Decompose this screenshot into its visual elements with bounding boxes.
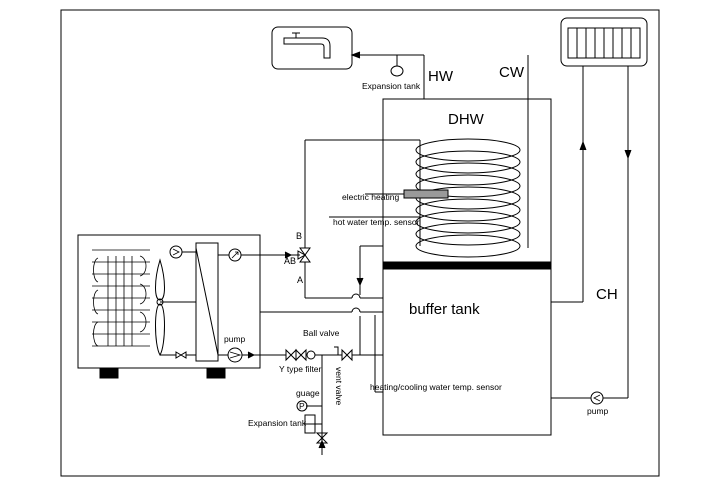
- valve-b-label: B: [296, 231, 302, 241]
- hot-water-sensor-label: hot water temp. sensor: [333, 217, 420, 227]
- valve-ab-label: AB: [284, 256, 296, 266]
- unit-foot-right: [206, 367, 226, 379]
- vent-valve-icon: [334, 346, 339, 355]
- ball-valve-1-icon: [285, 348, 297, 362]
- y-filter-label: Y type filter: [279, 364, 322, 374]
- heat-pump-unit: [77, 234, 261, 379]
- valve-a-label: A: [297, 275, 303, 285]
- expansion-tank-top-icon: [390, 65, 404, 77]
- vent-valve-label: vent valve: [334, 367, 344, 406]
- gauge-symbol: P: [299, 401, 305, 411]
- y-type-filter-icon: [295, 348, 307, 362]
- evaporator-coil: [92, 249, 150, 347]
- unit-foot-left: [99, 367, 119, 379]
- fan-icon: [155, 258, 196, 356]
- electric-heating-label: electric heating: [342, 192, 399, 202]
- cw-label: CW: [499, 64, 525, 81]
- tank: [382, 98, 552, 436]
- radiator-icon: [560, 17, 648, 67]
- expansion-tank-bottom-icon: [304, 414, 322, 434]
- tank-separator: [382, 261, 552, 270]
- diagram-frame: [60, 9, 660, 477]
- compressor-icon: [169, 245, 183, 259]
- ball-valve-2-icon: [341, 348, 353, 362]
- electric-heater-icon: [403, 189, 449, 199]
- pump-right-label: pump: [587, 406, 609, 416]
- plate-heat-exchanger: [195, 242, 219, 362]
- gauge-icon: [296, 400, 308, 412]
- expansion-tank-top-label: Expansion tank: [362, 81, 421, 91]
- ch-label: CH: [596, 286, 618, 303]
- buffer-tank-label: buffer tank: [409, 301, 480, 318]
- fill-valve-icon: [315, 432, 329, 444]
- pump-right-icon: [590, 391, 604, 405]
- pump-left-label: pump: [224, 334, 246, 344]
- heating-cooling-sensor-label: heating/cooling water temp. sensor: [370, 382, 502, 392]
- hw-label: HW: [428, 68, 454, 85]
- faucet-icon: [271, 26, 353, 70]
- expansion-tank-bottom-label: Expansion tank: [248, 418, 307, 428]
- dhw-label: DHW: [448, 111, 485, 128]
- unit-drain-valve-icon: [175, 351, 187, 359]
- ball-valve-label: Ball valve: [303, 328, 340, 338]
- gauge-label: guage: [296, 388, 320, 398]
